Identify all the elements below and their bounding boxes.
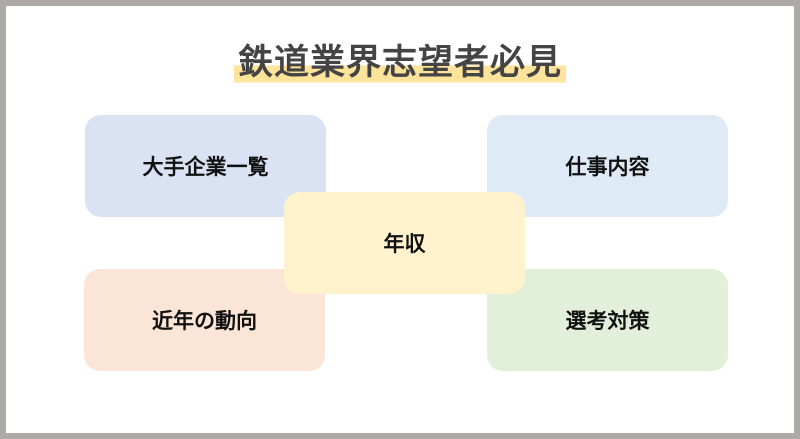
box-major-companies: 大手企業一覧 [85, 115, 326, 217]
box-annual-income: 年収 [284, 192, 525, 294]
box-recent-trends: 近年の動向 [84, 269, 325, 371]
page-title: 鉄道業界志望者必見 [233, 34, 566, 85]
box-job-description: 仕事内容 [487, 115, 728, 217]
box-selection-strategy: 選考対策 [487, 269, 728, 371]
title-container: 鉄道業界志望者必見 [0, 34, 800, 85]
